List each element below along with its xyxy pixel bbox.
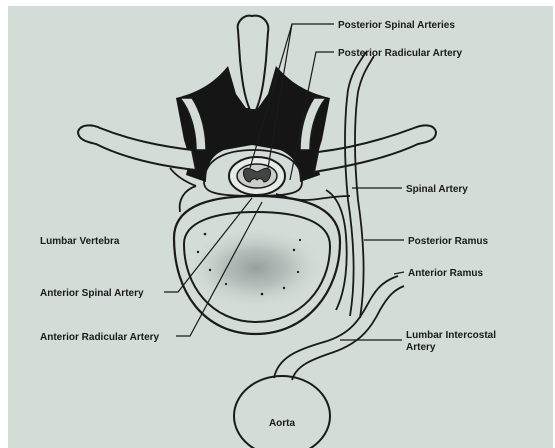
label-posterior-spinal-arteries: Posterior Spinal Arteries: [338, 20, 455, 31]
left-transverse-process: [78, 125, 196, 170]
label-anterior-radicular-artery: Anterior Radicular Artery: [40, 332, 160, 343]
leader-anterior-ramus: [394, 272, 404, 274]
label-spinal-artery: Spinal Artery: [406, 184, 468, 195]
label-posterior-ramus: Posterior Ramus: [408, 236, 488, 247]
label-anterior-ramus: Anterior Ramus: [408, 268, 483, 279]
label-lumbar-intercostal-artery-line2: Artery: [406, 342, 436, 353]
vertebral-body-shading: [192, 230, 320, 306]
right-transverse-process: [314, 125, 436, 172]
label-lumbar-intercostal-artery-line1: Lumbar Intercostal: [406, 330, 496, 341]
aorta: [234, 376, 330, 448]
spinous-process: [238, 16, 269, 110]
spinal-cord: [229, 157, 285, 195]
label-anterior-spinal-artery: Anterior Spinal Artery: [40, 288, 144, 299]
label-posterior-radicular-artery: Posterior Radicular Artery: [338, 48, 463, 59]
label-aorta: Aorta: [269, 418, 296, 429]
label-lumbar-vertebra: Lumbar Vertebra: [40, 236, 120, 247]
posterior-ramus-line-b: [355, 56, 374, 318]
